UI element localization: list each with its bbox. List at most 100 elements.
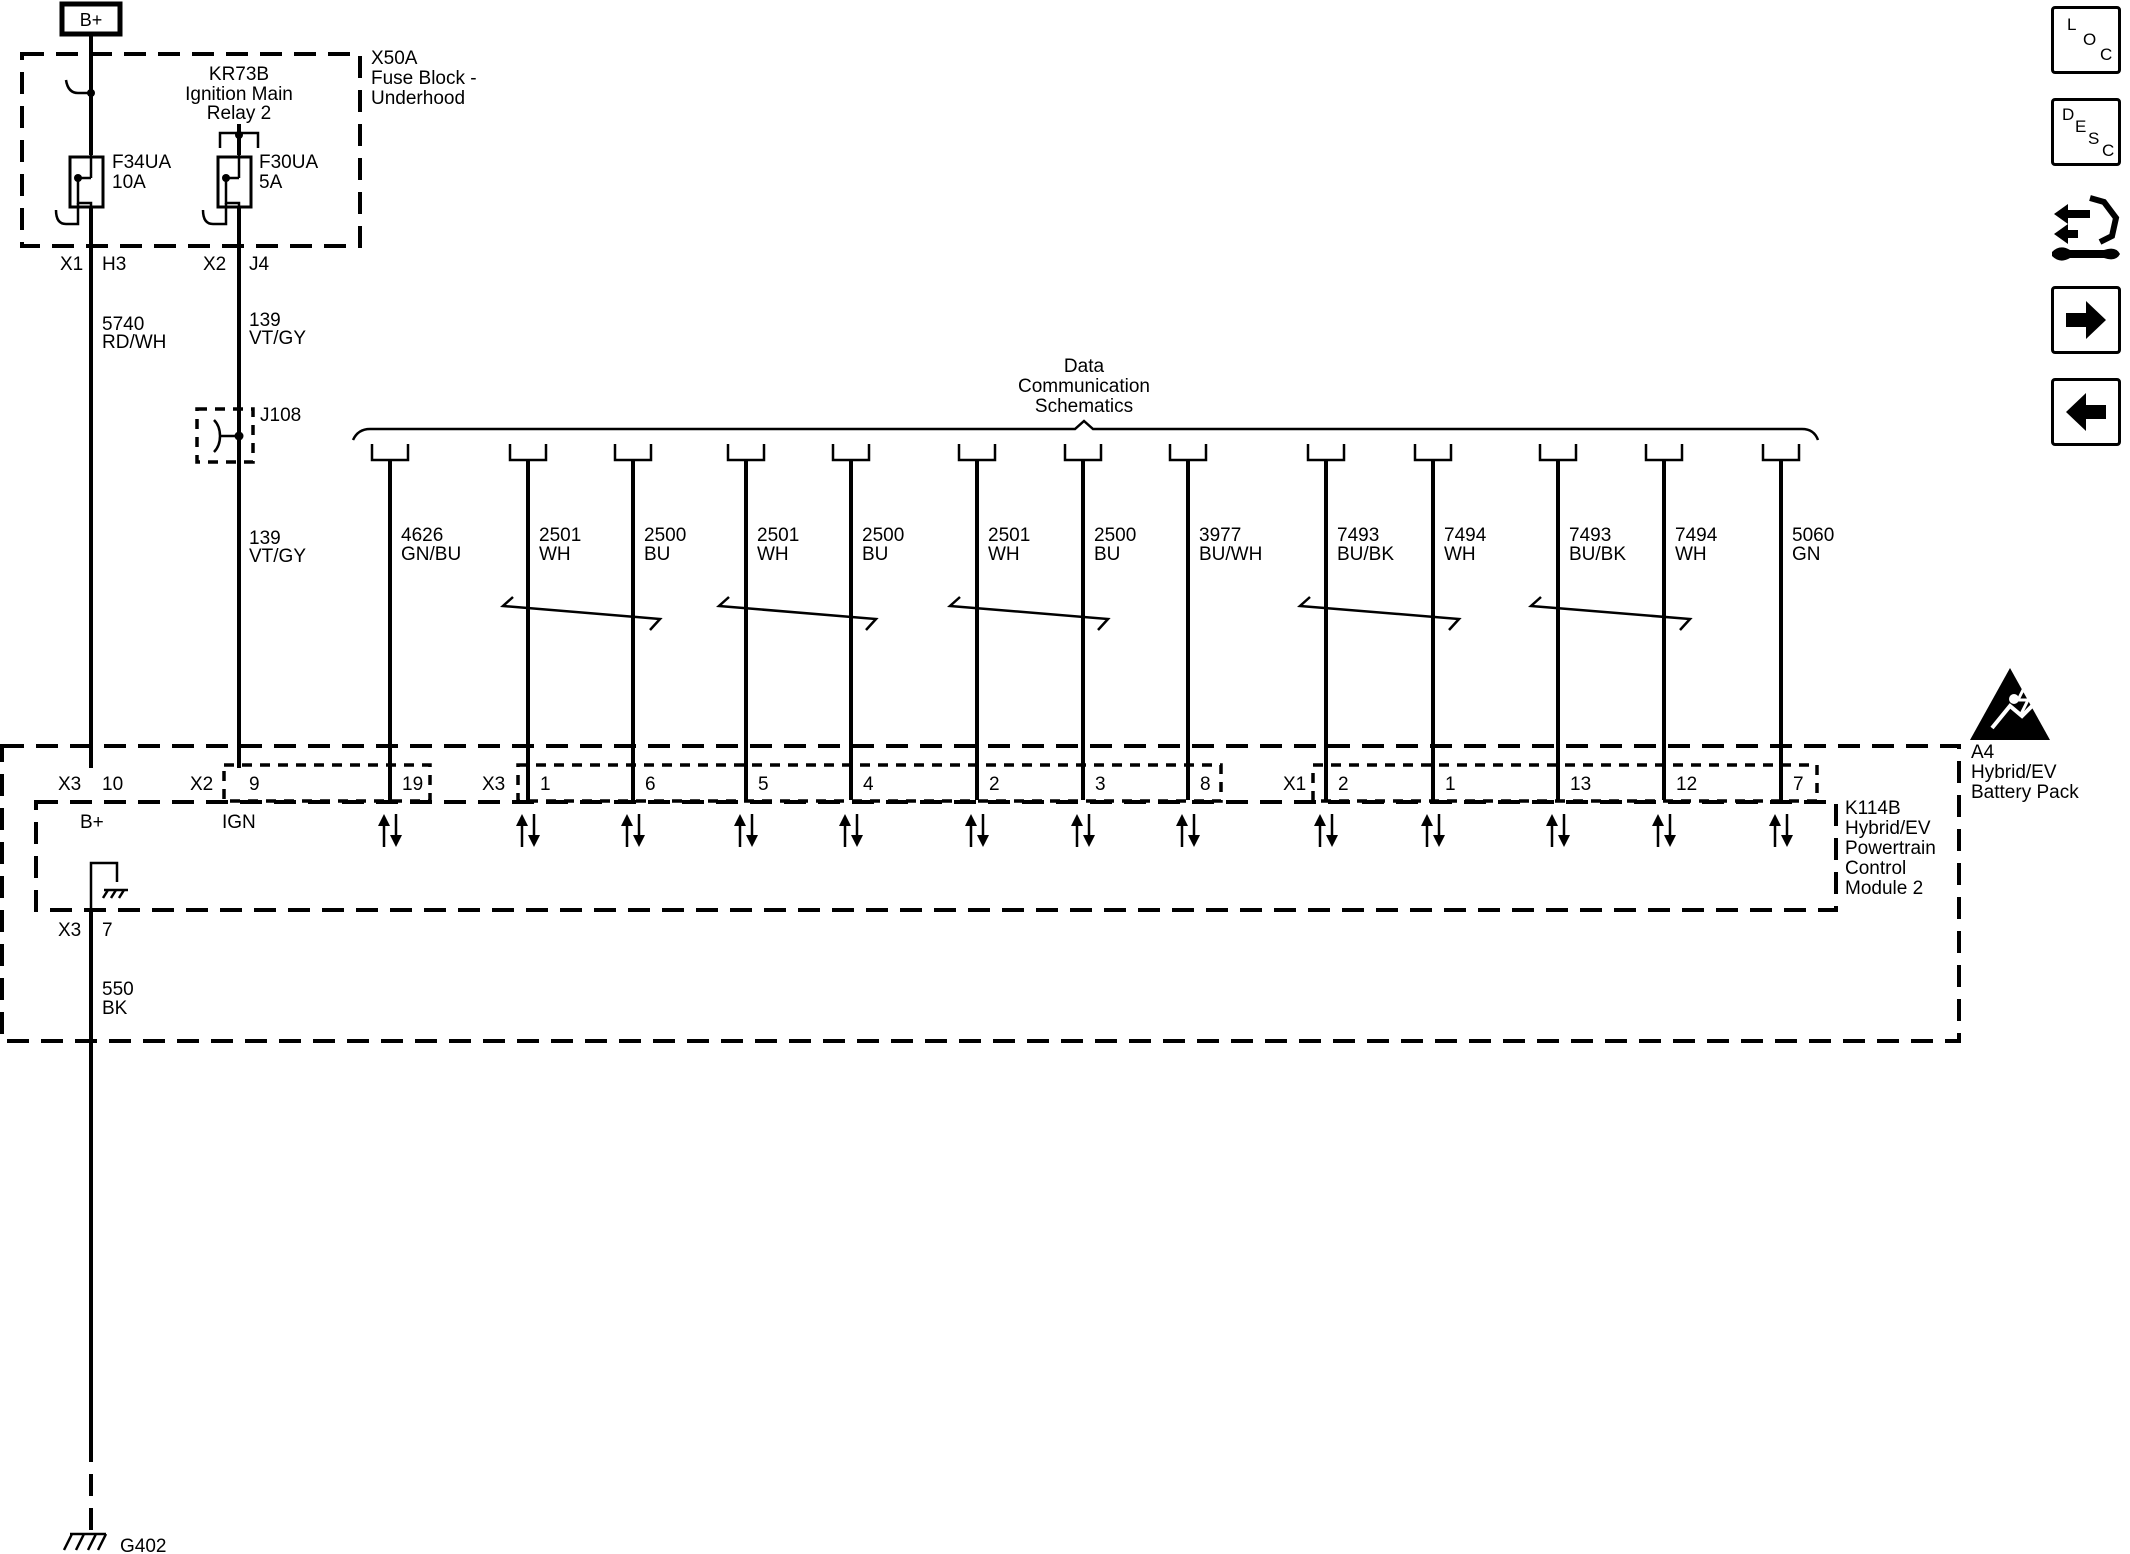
wire-circuit: 139 [249,310,281,331]
wire-circuit: 7493 [1337,525,1379,546]
data-comm-line3: Schematics [1035,396,1133,417]
wire-5740: 5740 RD/WH [89,207,166,768]
ground-conn: X3 [58,920,81,941]
fuse1-id: F34UA [112,152,171,173]
connector-cup-icon [1413,444,1453,462]
wire-color: WH [757,544,789,565]
wire-pin: 3 [1095,774,1106,795]
wire-circuit: 2501 [539,525,581,546]
diagnostic-tools-button[interactable] [2046,190,2126,270]
wire-color: WH [1675,544,1707,565]
data-comm-line1: Data [1064,356,1105,377]
fuse-block-name-line2: Underhood [371,88,465,109]
fuse-block-conn1: X1 [60,254,83,275]
fuse2-id: F30UA [259,152,318,173]
wire-color: BU [1094,544,1120,565]
fuse-stub-icon [54,203,80,226]
fuse-block-id: X50A [371,48,418,69]
wire-circuit: 7494 [1675,525,1718,546]
wire-circuit: 5060 [1792,525,1834,546]
desc-letter-c: C [2102,141,2115,160]
desc-letter-s: S [2088,129,2100,148]
connector-cup-icon [726,444,766,462]
wire-color: WH [988,544,1020,565]
data-wire-group: 4626GN/BU192501WH12500BU62501WH52500BU42… [370,444,1834,847]
connector-cup-icon [613,444,653,462]
connector-cup-icon [1644,444,1684,462]
data-communication-reference: Data Communication Schematics [351,356,1820,441]
bidirectional-arrow-icon [1071,814,1095,847]
wire-color: GN [1792,544,1821,565]
previous-page-button[interactable] [2051,378,2121,446]
bidirectional-arrow-icon [378,814,402,847]
ground-pin: 7 [102,920,113,941]
module-label-bplus: B+ [80,812,104,833]
bidirectional-arrow-icon [1176,814,1200,847]
twisted-pair-icon [500,596,663,631]
fuse-f34ua [68,155,105,209]
relay-name-line1: Ignition Main [185,84,293,105]
wire-pin: 13 [1570,774,1591,795]
wire-color: BU/BK [1569,544,1626,565]
ground-g402: G402 [62,1532,166,1554]
loc-letter-l: L [2067,15,2077,34]
wire-circuit: 7494 [1444,525,1487,546]
battery-pack-a4: A4 Hybrid/EV Battery Pack [0,668,2079,1043]
wire-color: WH [1444,544,1476,565]
fuse-block-conn2: X2 [203,254,226,275]
twisted-pair-icon [947,596,1111,631]
wire-color: WH [539,544,571,565]
connector-cup-icon [1538,444,1578,462]
wire-pin: 19 [402,774,423,795]
high-voltage-warning-icon [1970,668,2050,740]
bidirectional-arrow-icon [965,814,989,847]
wire-circuit: 7493 [1569,525,1611,546]
bidirectional-arrow-icon [1314,814,1338,847]
fuse-stub-icon [201,203,228,226]
wire-circuit: 4626 [401,525,443,546]
bidirectional-arrow-icon [516,814,540,847]
fuse-block-pin1: H3 [102,254,126,275]
wire-pin: 1 [1445,774,1456,795]
ground-id: G402 [120,1536,166,1554]
wire-color-2: VT/GY [249,546,306,567]
wire-color: BU/WH [1199,544,1262,565]
location-button[interactable]: L O C [2051,6,2121,74]
wire-color: VT/GY [249,328,306,349]
wire-color: BU [862,544,888,565]
ground-icon [62,1532,108,1551]
bidirectional-arrow-icon [1421,814,1445,847]
relay-id: KR73B [209,64,269,85]
description-button[interactable]: D E S C [2051,98,2121,166]
wire-pin: 8 [1200,774,1211,795]
twisted-pair-markers [500,596,1693,631]
wire-circuit: 2501 [988,525,1030,546]
bidirectional-arrow-icon [734,814,758,847]
splice-id: J108 [260,405,301,426]
wire-circuit: 5740 [102,314,144,335]
bidirectional-arrow-icon [1652,814,1676,847]
wire-pin: 6 [645,774,656,795]
arrow-right-icon [2066,301,2106,339]
connector-cup-icon [1063,444,1103,462]
loc-letter-o: O [2083,30,2097,49]
wire-139: 139 VT/GY J108 139 VT/GY [195,207,306,768]
connector-cup-icon [508,444,548,462]
wire-circuit: 2500 [862,525,904,546]
connector-stub-icon [64,79,91,95]
wire-circuit-2: 139 [249,528,281,549]
relay-name-line2: Relay 2 [207,103,271,124]
wrench-arrows-icon [2052,195,2120,261]
control-module-k114b: X3 10 X2 9 X3 X1 B+ IGN K114B Hybrid/EV … [34,763,1936,941]
next-page-button[interactable] [2051,286,2121,354]
connector-cup-icon [957,444,997,462]
connector-cup-icon [370,444,410,462]
